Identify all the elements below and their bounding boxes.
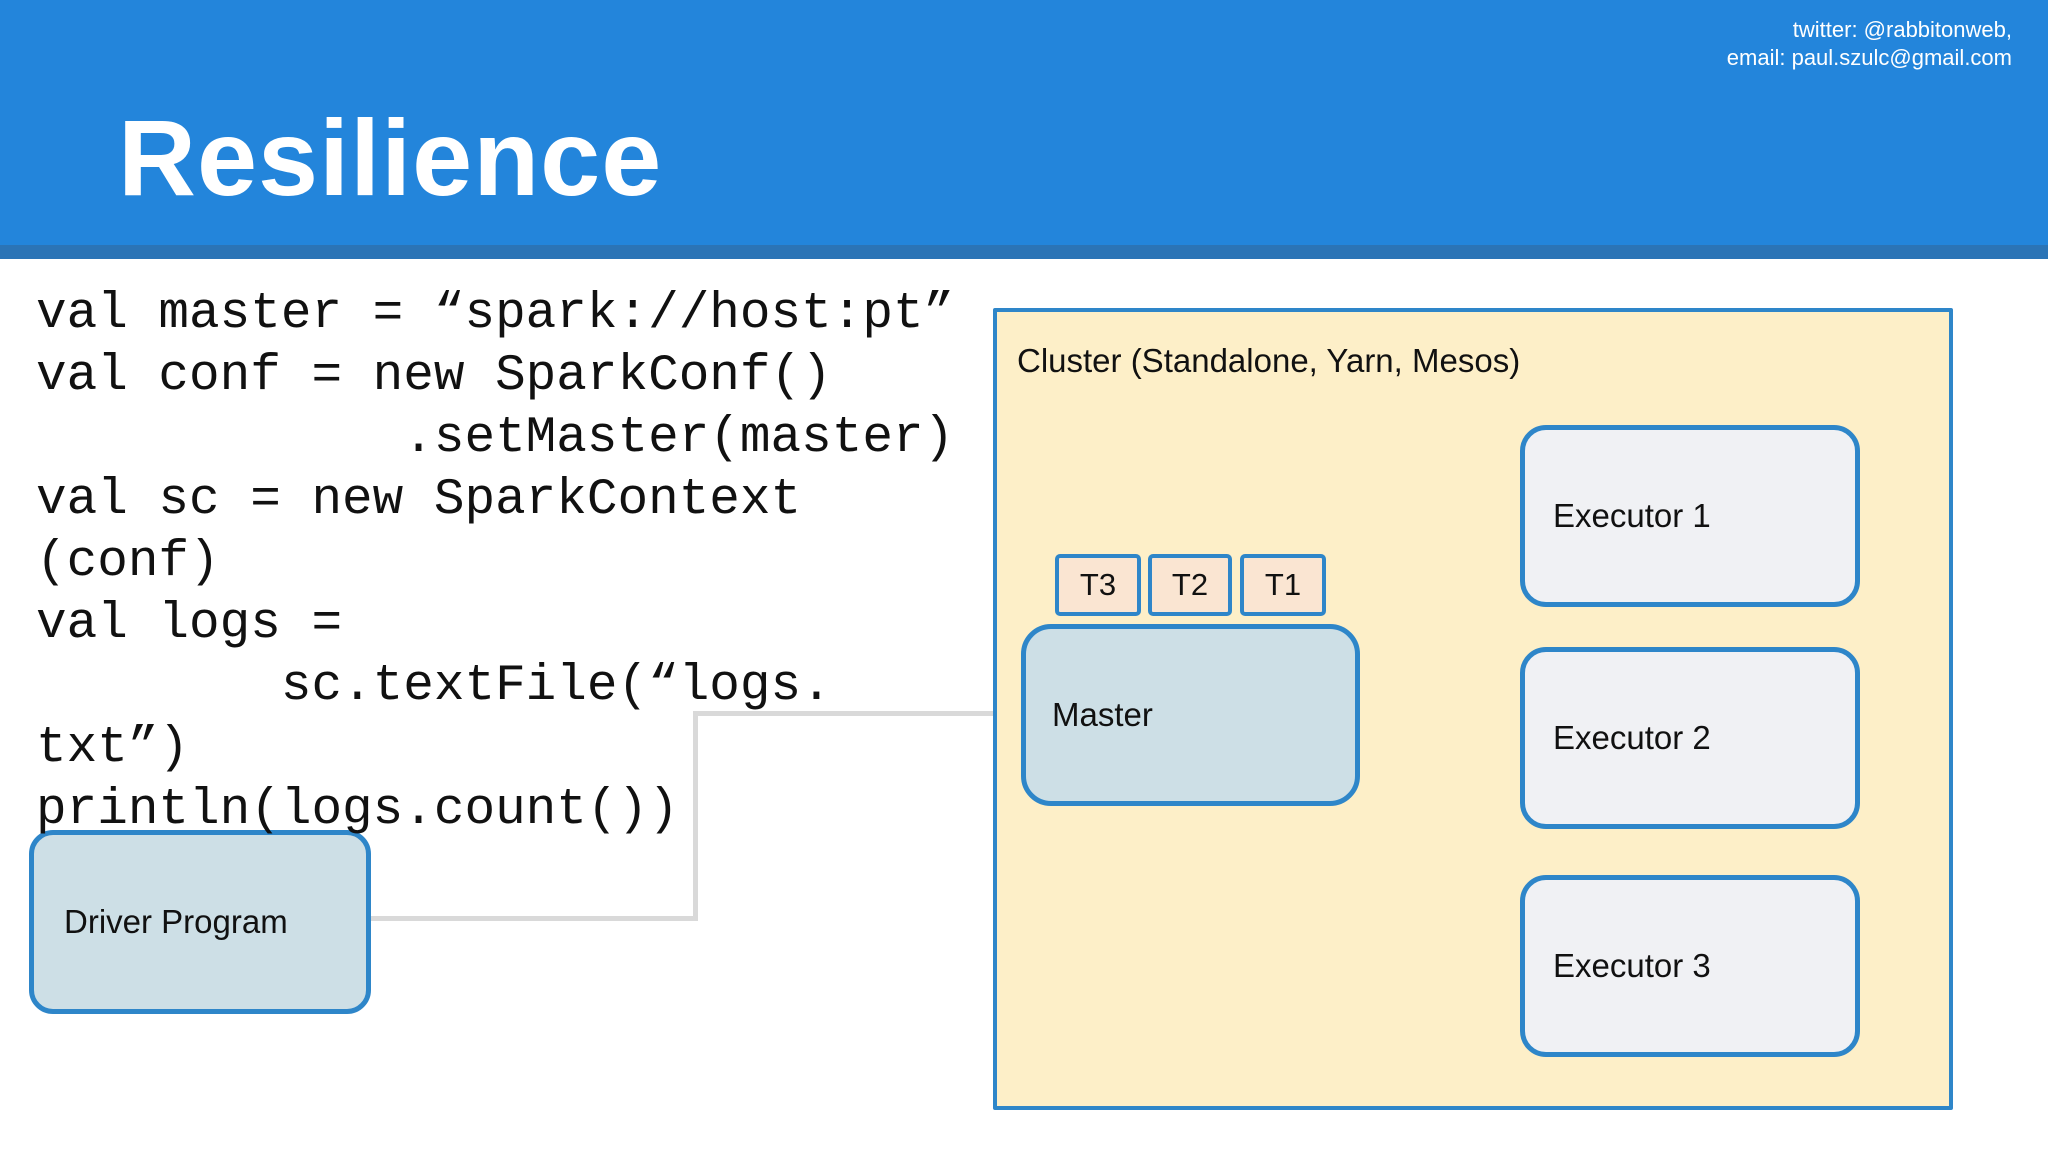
- task-box-t1: T1: [1240, 554, 1326, 616]
- contact-twitter: twitter: @rabbitonweb,: [1792, 17, 2012, 42]
- task-label-t1: T1: [1264, 567, 1302, 602]
- header-band: [0, 0, 2048, 245]
- master-box: Master: [1021, 624, 1360, 806]
- task-label-t3: T3: [1079, 567, 1117, 602]
- master-label: Master: [1052, 696, 1153, 733]
- executor-3-label: Executor 3: [1553, 947, 1711, 984]
- executor-2-label: Executor 2: [1553, 719, 1711, 756]
- task-box-t2: T2: [1148, 554, 1232, 616]
- executor-2-box: Executor 2: [1520, 647, 1860, 829]
- header-stripe: [0, 245, 2048, 259]
- connector-to-master: [695, 711, 1025, 716]
- contact-email: email: paul.szulc@gmail.com: [1726, 45, 2012, 70]
- driver-program-box: Driver Program: [29, 830, 371, 1014]
- connector-driver-horizontal: [371, 916, 695, 921]
- connector-driver-vertical: [693, 711, 698, 921]
- task-box-t3: T3: [1055, 554, 1141, 616]
- page-title: Resilience: [118, 97, 663, 218]
- cluster-label: Cluster (Standalone, Yarn, Mesos): [1017, 342, 1521, 379]
- contact-info: twitter: @rabbitonweb, email: paul.szulc…: [1727, 16, 2012, 72]
- executor-3-box: Executor 3: [1520, 875, 1860, 1057]
- executor-1-label: Executor 1: [1553, 497, 1711, 534]
- driver-program-label: Driver Program: [64, 903, 288, 940]
- code-block: val master = “spark://host:pt” val conf …: [36, 286, 955, 839]
- executor-1-box: Executor 1: [1520, 425, 1860, 607]
- task-label-t2: T2: [1171, 567, 1209, 602]
